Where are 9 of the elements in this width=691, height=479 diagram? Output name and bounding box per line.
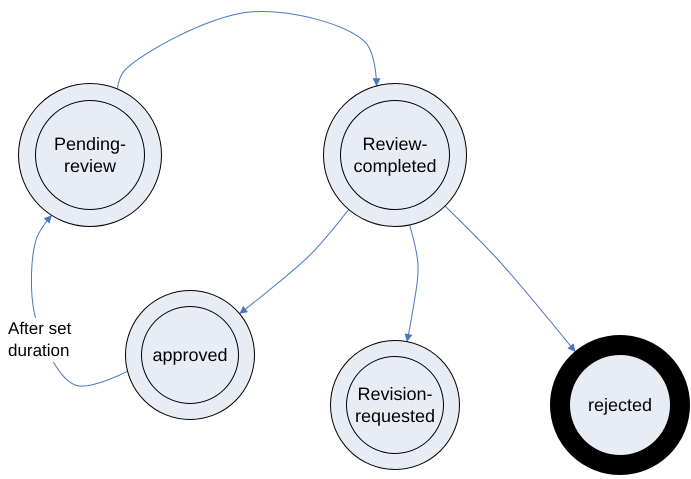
- state-label: approved: [152, 344, 228, 366]
- state-label: rejected: [588, 394, 652, 416]
- transition-arrow: [404, 224, 419, 342]
- transition-arrow: [239, 209, 349, 314]
- transition-arrow: [444, 206, 576, 352]
- transition-arrow: [116, 11, 380, 89]
- state-label: Pending-review: [52, 133, 128, 177]
- state-label: Review-completed: [352, 133, 438, 177]
- state-label: Revision-requested: [354, 383, 436, 427]
